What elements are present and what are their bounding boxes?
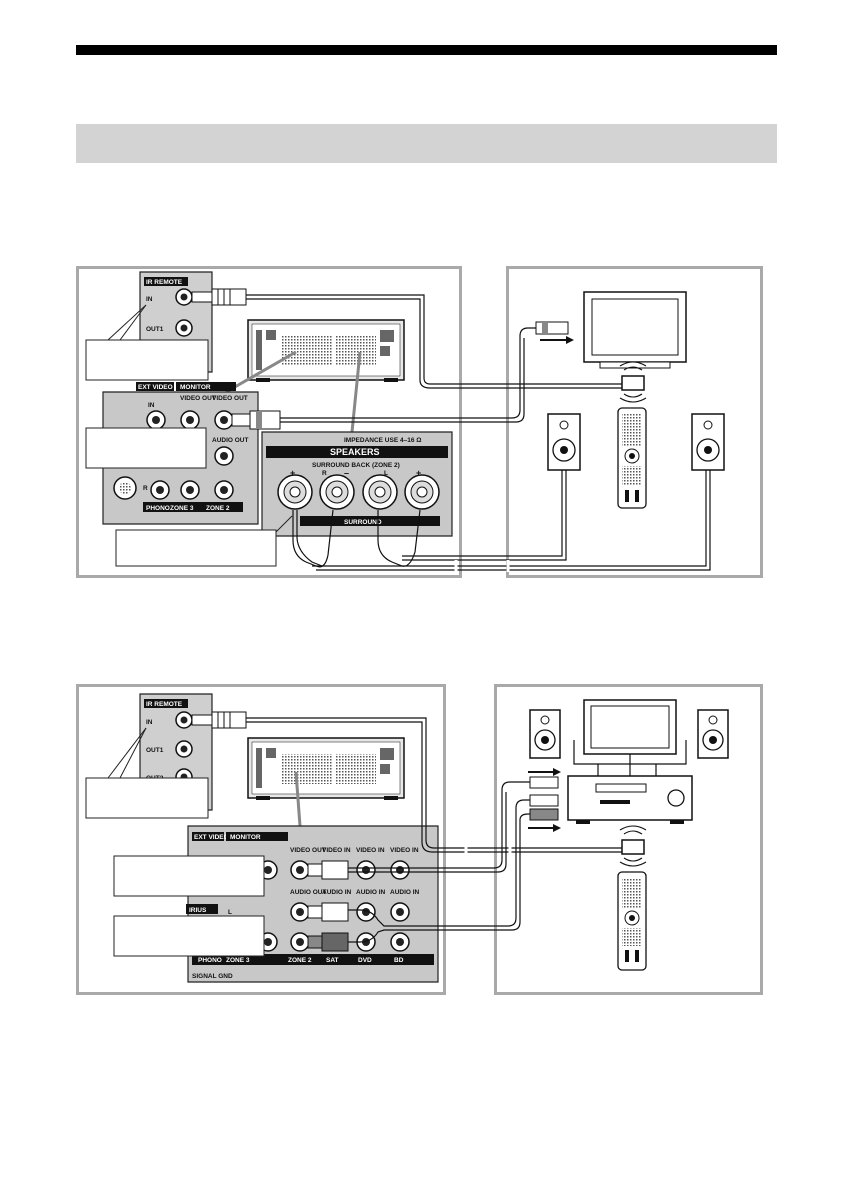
l-label-b: L <box>228 909 232 916</box>
speaker-left-b <box>529 709 561 759</box>
receiver-thumbnail-b <box>247 737 405 800</box>
speaker-left-a <box>547 413 581 471</box>
monitor-jack-panel-b: EXT VIDEO MONITOR VIDEO OUT VIDEO IN VID… <box>186 825 439 983</box>
remote-control-a <box>617 407 647 509</box>
phono-label-a: PHONO <box>146 505 170 512</box>
zone2-label-b: ZONE 2 <box>288 957 312 964</box>
tv-b <box>583 699 677 755</box>
ext-video-label-b: EXT VIDEO <box>194 834 229 841</box>
ir-out1-label: OUT1 <box>146 326 164 333</box>
ir-mini-plug-a <box>191 288 247 306</box>
tv-a <box>583 291 687 369</box>
l-label-sp: L <box>384 470 388 477</box>
callout-box-speaker-a <box>115 529 277 567</box>
impedance-label: IMPEDANCE USE 4–16 Ω <box>344 437 421 444</box>
audio-out-label-b: AUDIO OUT <box>290 889 327 896</box>
speaker-cables-a <box>292 470 711 571</box>
callout-box-video-a <box>85 427 207 469</box>
surround-back-label: SURROUND BACK (ZONE 2) <box>312 462 400 469</box>
audio-out-label-a: AUDIO OUT <box>212 437 249 444</box>
diagram-b: IR REMOTE IN OUT1 OUT2 <box>85 693 729 983</box>
diagram-a: IR REMOTE IN OUT1 <box>85 271 725 572</box>
minus-label-1: – <box>344 468 349 478</box>
speaker-right-b <box>697 709 729 759</box>
ir-out1-label-b: OUT1 <box>146 747 164 754</box>
video-out-label-2: VIDEO OUT <box>212 395 248 402</box>
audio-plug-l-b <box>307 902 349 922</box>
callout-box-video-b <box>113 855 265 897</box>
video-plug-b <box>307 860 349 880</box>
audio-in-label-b3: AUDIO IN <box>390 889 420 896</box>
audio-plug-r-b <box>307 932 349 952</box>
sat-label: SAT <box>326 957 339 964</box>
monitor-label: MONITOR <box>180 384 211 391</box>
video-in-label-b2: VIDEO IN <box>356 847 385 854</box>
av-cables-b <box>348 781 530 943</box>
ir-sensor-a <box>621 375 645 391</box>
ir-sensor-b <box>621 839 645 855</box>
page-header-rule <box>76 45 777 55</box>
ir-cable-a <box>246 294 622 389</box>
ext-video-label: EXT VIDEO <box>138 384 173 391</box>
speaker-terminal-panel-a: IMPEDANCE USE 4–16 Ω SPEAKERS SURROUND B… <box>261 431 453 537</box>
ext-in-label: IN <box>148 402 155 409</box>
ir-remote-label: IR REMOTE <box>146 279 183 286</box>
ir-remote-label-b: IR REMOTE <box>146 701 183 708</box>
ir-mini-plug-b <box>191 711 247 729</box>
zone2-label-a: ZONE 2 <box>206 505 230 512</box>
remote-control-b <box>617 871 647 971</box>
callout-box-audio-b <box>113 915 265 957</box>
phono-label-b: PHONO <box>198 957 222 964</box>
callout-box-ir-a <box>85 339 209 381</box>
plus-label-1: + <box>290 468 295 478</box>
video-plug-a <box>231 410 281 430</box>
video-out-label-b1: VIDEO OUT <box>290 847 326 854</box>
audio-in-label-b2: AUDIO IN <box>356 889 386 896</box>
r-label-a: R <box>143 485 148 492</box>
plus-label-2: + <box>416 468 421 478</box>
signal-gnd-label: SIGNAL GND <box>192 973 233 980</box>
receiver-thumbnail-a <box>247 319 405 382</box>
video-in-label-b1: VIDEO IN <box>322 847 351 854</box>
video-out-label-1: VIDEO OUT <box>180 395 216 402</box>
r-label-sp: R <box>322 470 327 477</box>
speaker-right-a <box>691 413 725 471</box>
zone3-label-b: ZONE 3 <box>226 957 250 964</box>
ir-in-label-b: IN <box>146 719 153 726</box>
ir-waves-b <box>619 825 647 867</box>
monitor-label-b: MONITOR <box>230 834 261 841</box>
bd-label: BD <box>394 957 404 964</box>
callout-box-ir-b <box>85 777 209 819</box>
signal-arrows-b <box>528 768 561 832</box>
dvd-label: DVD <box>358 957 372 964</box>
surround-label: SURROUND <box>344 519 382 526</box>
rca-plugs-zone2-b <box>529 776 559 821</box>
sirius-label: IRIUS <box>189 907 207 914</box>
speakers-label: SPEAKERS <box>330 447 380 457</box>
ir-in-label: IN <box>146 296 153 303</box>
video-in-label-b3: VIDEO IN <box>390 847 419 854</box>
section-heading-bar <box>76 124 777 163</box>
zone3-label-a: ZONE 3 <box>170 505 194 512</box>
video-cable-a <box>280 327 536 423</box>
zone2-amplifier-b <box>567 775 693 824</box>
audio-in-label-b1: AUDIO IN <box>322 889 352 896</box>
ir-waves-a <box>619 361 647 403</box>
ir-cable-b <box>246 717 622 853</box>
